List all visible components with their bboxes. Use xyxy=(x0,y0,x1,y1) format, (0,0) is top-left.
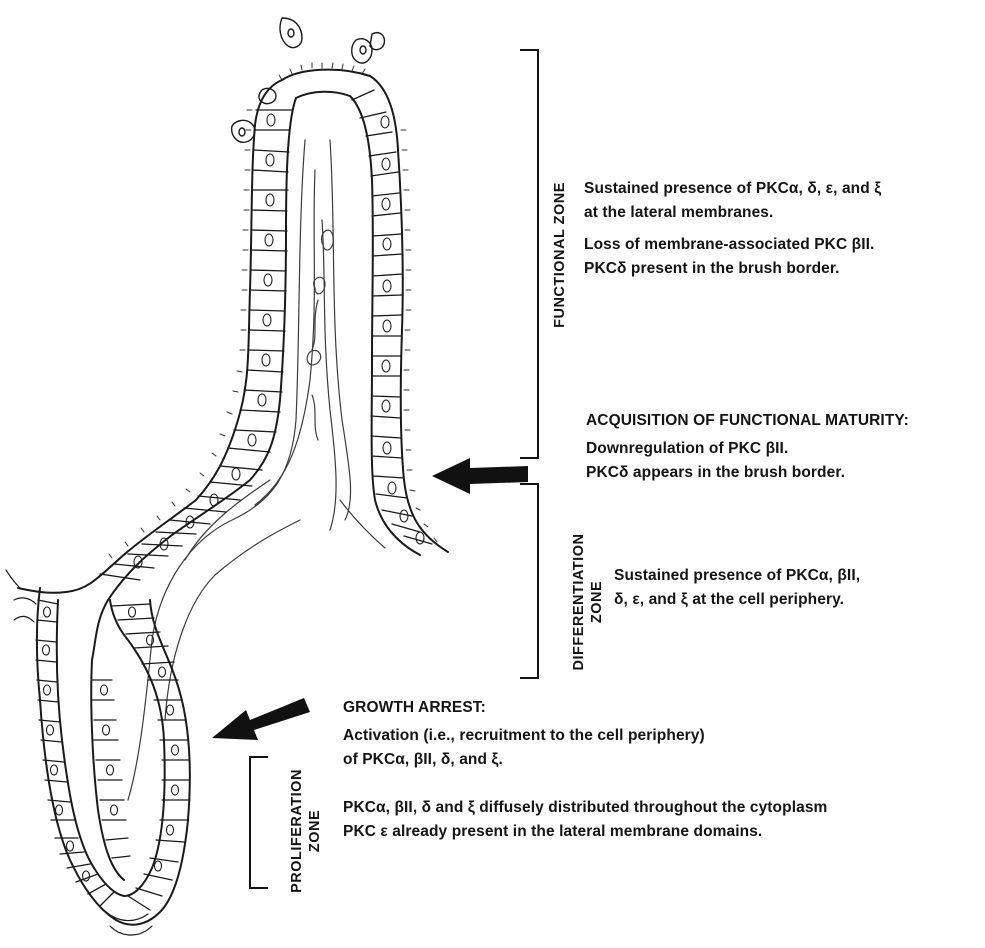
crypt-outline xyxy=(37,588,190,925)
differentiation-zone-label-line2: ZONE xyxy=(588,522,606,682)
functional-line-1: Sustained presence of PKCα, δ, ε, and ξ xyxy=(584,177,881,201)
differentiation-line-1: Sustained presence of PKCα, βII, xyxy=(614,564,860,588)
functional-line-4: PKCδ present in the brush border. xyxy=(584,257,881,281)
differentiation-line-2: δ, ε, and ξ at the cell periphery. xyxy=(614,588,860,612)
maturity-line-1: Downregulation of PKC βII. xyxy=(586,437,909,461)
functional-zone-bracket xyxy=(520,50,538,458)
differentiation-zone-bracket xyxy=(520,484,538,678)
differentiation-zone-description: Sustained presence of PKCα, βII, δ, ε, a… xyxy=(614,564,860,612)
functional-line-3: Loss of membrane-associated PKC βII. xyxy=(584,233,881,257)
functional-zone-label-text: FUNCTIONAL ZONE xyxy=(551,170,569,340)
maturity-arrow xyxy=(432,458,528,494)
proliferation-zone-label-line1: PROLIFERATION xyxy=(288,761,306,901)
proliferation-zone-label: PROLIFERATION ZONE xyxy=(288,761,324,901)
villus-outline xyxy=(18,70,448,660)
maturity-line-2: PKCδ appears in the brush border. xyxy=(586,461,909,485)
maturity-title: ACQUISITION OF FUNCTIONAL MATURITY: xyxy=(586,409,909,433)
differentiation-zone-label-line1: DIFFERENTIATION xyxy=(570,522,588,682)
maturity-transition-description: ACQUISITION OF FUNCTIONAL MATURITY: Down… xyxy=(586,409,909,485)
functional-line-2: at the lateral membranes. xyxy=(584,201,881,225)
functional-zone-label: FUNCTIONAL ZONE xyxy=(551,170,569,340)
functional-zone-description: Sustained presence of PKCα, δ, ε, and ξ … xyxy=(584,177,881,281)
proliferation-line-1: PKCα, βII, δ and ξ diffusely distributed… xyxy=(343,796,827,820)
growth-arrest-line-1: Activation (i.e., recruitment to the cel… xyxy=(343,724,705,748)
differentiation-zone-label: DIFFERENTIATION ZONE xyxy=(570,522,606,682)
proliferation-zone-label-line2: ZONE xyxy=(306,761,324,901)
growth-arrest-line-2: of PKCα, βII, δ, and ξ. xyxy=(343,748,705,772)
growth-arrest-description: GROWTH ARREST: Activation (i.e., recruit… xyxy=(343,696,705,772)
growth-arrest-title: GROWTH ARREST: xyxy=(343,696,705,720)
growth-arrest-arrow xyxy=(212,698,310,740)
proliferation-zone-bracket xyxy=(250,757,268,888)
proliferation-line-2: PKC ε already present in the lateral mem… xyxy=(343,820,827,844)
proliferation-zone-description: PKCα, βII, δ and ξ diffusely distributed… xyxy=(343,796,827,844)
